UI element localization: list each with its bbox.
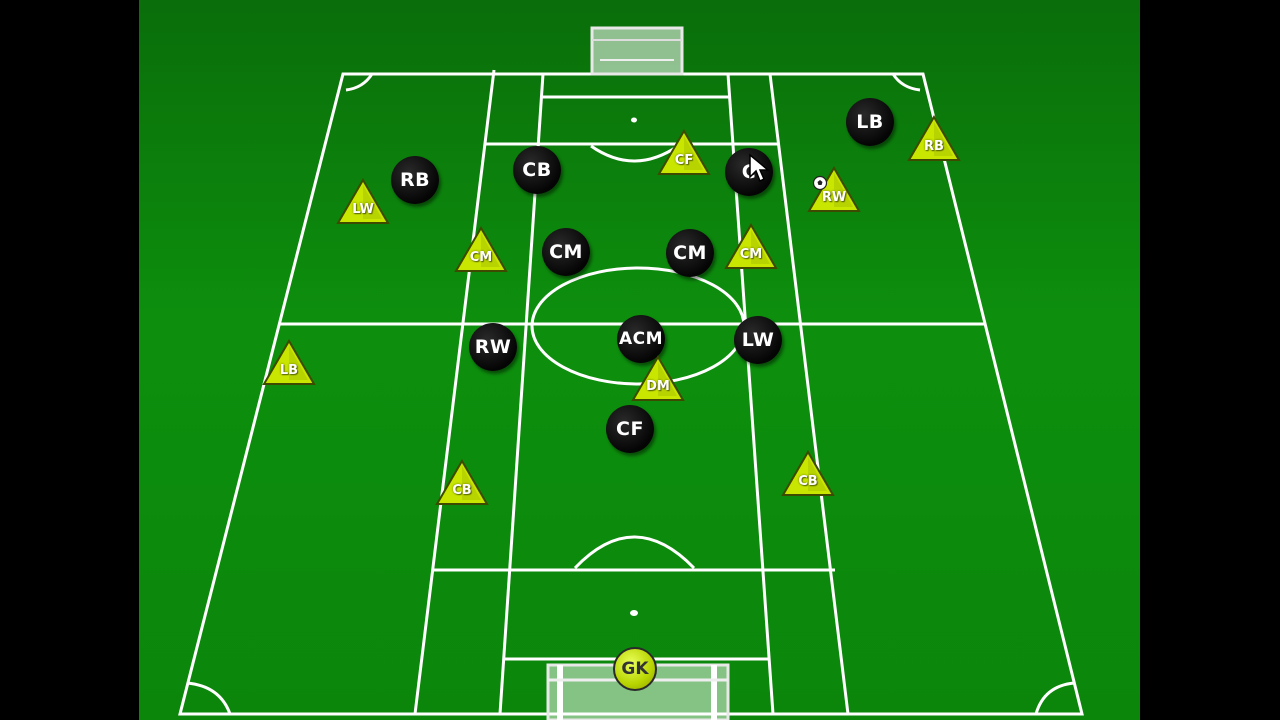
corner-arc-top-left bbox=[345, 73, 374, 92]
triangle-icon bbox=[631, 355, 685, 401]
triangle-icon bbox=[724, 223, 778, 269]
black-player-rw[interactable]: RW bbox=[469, 323, 517, 371]
yellow-player-cf-label: CF bbox=[674, 153, 694, 168]
bottom-penalty-spot bbox=[630, 610, 638, 616]
yellow-player-cm-left[interactable]: CM bbox=[453, 225, 509, 275]
black-player-cf[interactable]: CF bbox=[606, 405, 654, 453]
yellow-player-cb-left[interactable]: CB bbox=[434, 458, 490, 508]
yellow-player-lw-label: LW bbox=[352, 202, 374, 217]
yellow-player-dm-label: DM bbox=[646, 379, 670, 394]
soccer-pitch bbox=[178, 26, 1084, 720]
yellow-player-gk[interactable]: GK bbox=[613, 647, 657, 691]
yellow-player-rb-label: RB bbox=[924, 139, 944, 154]
black-player-lw[interactable]: LW bbox=[734, 316, 782, 364]
channel-line-left-outer bbox=[413, 69, 496, 715]
yellow-player-cf[interactable]: CF bbox=[656, 128, 712, 178]
triangle-icon bbox=[435, 459, 489, 505]
yellow-player-cb-left-label: CB bbox=[452, 483, 472, 498]
soccer-ball-icon[interactable] bbox=[812, 175, 828, 191]
black-player-acm[interactable]: ACM bbox=[617, 315, 665, 363]
triangle-icon bbox=[807, 166, 861, 212]
yellow-player-dm[interactable]: DM bbox=[630, 354, 686, 404]
black-player-cm-right[interactable]: CM bbox=[666, 229, 714, 277]
yellow-player-lw[interactable]: LW bbox=[335, 177, 391, 227]
tactics-board: LB RB CB C CM CM RW ACM LW CF CF RB LW R… bbox=[139, 0, 1140, 720]
yellow-player-rw[interactable]: RW bbox=[806, 165, 862, 215]
yellow-player-cb-right[interactable]: CB bbox=[780, 449, 836, 499]
black-player-cm-left[interactable]: CM bbox=[542, 228, 590, 276]
top-penalty-spot bbox=[631, 117, 637, 123]
yellow-player-cm-right[interactable]: CM bbox=[723, 222, 779, 272]
yellow-player-lb[interactable]: LB bbox=[261, 338, 317, 388]
black-player-cb-left[interactable]: CB bbox=[513, 146, 561, 194]
yellow-player-cm-left-label: CM bbox=[469, 250, 493, 265]
arrow-cursor-icon bbox=[749, 153, 770, 183]
yellow-player-cm-right-label: CM bbox=[739, 247, 763, 262]
triangle-icon bbox=[657, 129, 711, 175]
bottom-penalty-arc bbox=[573, 535, 696, 570]
yellow-player-cb-right-label: CB bbox=[798, 474, 818, 489]
yellow-player-rb[interactable]: RB bbox=[906, 114, 962, 164]
triangle-icon bbox=[454, 226, 508, 272]
top-goal bbox=[590, 26, 684, 76]
black-player-lb[interactable]: LB bbox=[846, 98, 894, 146]
triangle-icon bbox=[781, 450, 835, 496]
pitch-boundary bbox=[178, 72, 1084, 716]
triangle-icon bbox=[336, 178, 390, 224]
channel-line-right-outer bbox=[768, 73, 850, 715]
yellow-player-rw-label: RW bbox=[821, 190, 847, 205]
corner-arc-bottom-right bbox=[1034, 681, 1075, 715]
triangle-icon bbox=[907, 115, 961, 161]
triangle-icon bbox=[262, 339, 316, 385]
top-penalty-arc bbox=[590, 144, 679, 163]
corner-arc-bottom-left bbox=[186, 681, 232, 715]
yellow-player-lb-label: LB bbox=[279, 363, 299, 378]
black-player-rb[interactable]: RB bbox=[391, 156, 439, 204]
corner-arc-top-right bbox=[891, 73, 921, 92]
